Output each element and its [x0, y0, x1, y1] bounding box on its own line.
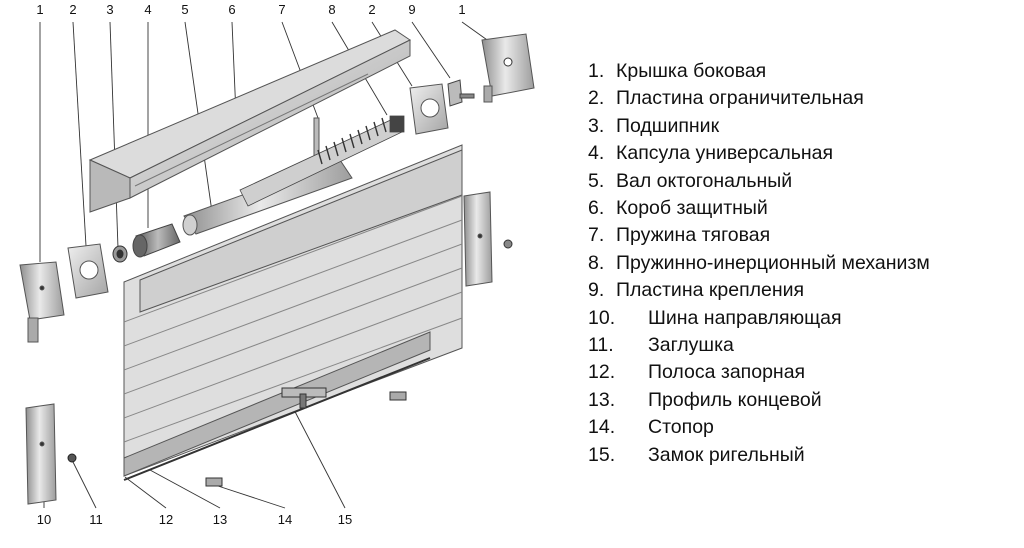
legend-item: 3. Подшипник	[588, 113, 1008, 140]
callout-number: 11	[89, 512, 103, 527]
legend-item-number: 1.	[588, 60, 605, 82]
legend-item-number: 6.	[588, 197, 605, 220]
guide-rail-left	[25, 403, 57, 505]
legend-item-number: 4.	[588, 142, 605, 165]
bolt-lock	[281, 387, 327, 409]
legend-item-label: Короб защитный	[616, 197, 768, 220]
callout-number: 15	[338, 512, 352, 527]
callout-number: 2	[368, 2, 375, 17]
legend-item: 8. Пружинно-инерционный механизм	[588, 250, 1008, 277]
callout-number: 8	[328, 2, 335, 17]
legend-item-label: Пружина тяговая	[616, 224, 771, 247]
bearing	[112, 245, 128, 263]
legend-item-label: Стопор	[648, 416, 714, 439]
legend-item-number: 5.	[588, 169, 605, 192]
legend-item-label: Пластина ограничительная	[616, 87, 864, 110]
callout-number: 2	[69, 2, 76, 17]
callout-number: 1	[458, 2, 465, 17]
stopper	[205, 477, 223, 487]
limiter-plate-left	[67, 243, 109, 299]
legend-item-number: 12.	[588, 361, 616, 384]
stopper-alt	[389, 391, 407, 401]
legend-item-label: Вал октогональный	[616, 169, 793, 192]
callout-number: 1	[36, 2, 43, 17]
protective-box	[88, 29, 411, 213]
legend-item: 14. Стопор	[588, 414, 1008, 441]
legend-item: 13. Профиль концевой	[588, 387, 1008, 414]
end-cap-left	[67, 453, 77, 463]
legend-item: 6. Короб защитный	[588, 195, 1008, 222]
end-cap-right	[503, 239, 513, 249]
callout-number: 12	[159, 512, 173, 527]
legend-item-label: Замок ригельный	[648, 443, 805, 466]
legend-item-number: 11.	[588, 334, 614, 357]
callout-number: 9	[408, 2, 415, 17]
callout-number: 4	[144, 2, 151, 17]
legend-item-label: Шина направляющая	[648, 306, 842, 329]
legend-item: 2. Пластина ограничительная	[588, 85, 1008, 112]
legend-item-label: Полоса запорная	[648, 361, 806, 384]
mounting-plate	[447, 79, 475, 107]
legend-item-label: Заглушка	[648, 334, 734, 357]
legend-list: 1. Крышка боковая 2. Пластина ограничительн…	[588, 58, 1008, 469]
legend-item: 1. Крышка боковая	[588, 58, 1008, 85]
legend-item: 7. Пружина тяговая	[588, 222, 1008, 249]
universal-capsule	[132, 223, 181, 258]
legend-item-label: Пружинно-инерционный механизм	[616, 251, 930, 274]
legend-item-number: 13.	[588, 388, 616, 411]
legend-item: 15. Замок ригельный	[588, 442, 1008, 469]
side-cover-left	[19, 261, 65, 343]
legend-item-number: 14.	[588, 416, 616, 439]
parts-legend: 1. Крышка боковая 2. Пластина ограничительн…	[588, 58, 1008, 469]
legend-item: 5. Вал октогональный	[588, 168, 1008, 195]
legend-item-label: Профиль концевой	[648, 388, 822, 411]
legend-item: 4. Капсула универсальная	[588, 140, 1008, 167]
callout-number: 13	[213, 512, 227, 527]
legend-item-number: 7.	[588, 224, 605, 247]
side-cover-right	[481, 33, 535, 103]
callout-number: 5	[181, 2, 188, 17]
legend-item-number: 10.	[588, 306, 616, 329]
legend-item-label: Подшипник	[616, 114, 720, 137]
callout-number: 3	[106, 2, 113, 17]
legend-item-number: 8.	[588, 251, 605, 274]
legend-item: 9. Пластина крепления	[588, 277, 1008, 304]
legend-item-number: 3.	[588, 114, 605, 137]
legend-item: 12. Полоса запорная	[588, 359, 1008, 386]
legend-item-label: Крышка боковая	[616, 60, 767, 82]
legend-item: 11. Заглушка	[588, 332, 1008, 359]
callout-number: 10	[37, 512, 51, 527]
callout-number: 7	[278, 2, 285, 17]
roller-curtain	[123, 144, 463, 481]
callout-number: 6	[228, 2, 235, 17]
limiter-plate-right	[409, 83, 449, 135]
legend-item: 10. Шина направляющая	[588, 305, 1008, 332]
legend-item-number: 9.	[588, 279, 605, 302]
legend-item-number: 15.	[588, 443, 616, 466]
spring-mechanism	[239, 115, 405, 207]
legend-item-label: Пластина крепления	[616, 279, 805, 302]
legend-item-label: Капсула универсальная	[616, 142, 834, 165]
guide-rail-right	[463, 191, 493, 287]
callout-number: 14	[278, 512, 292, 527]
legend-item-number: 2.	[588, 87, 605, 110]
